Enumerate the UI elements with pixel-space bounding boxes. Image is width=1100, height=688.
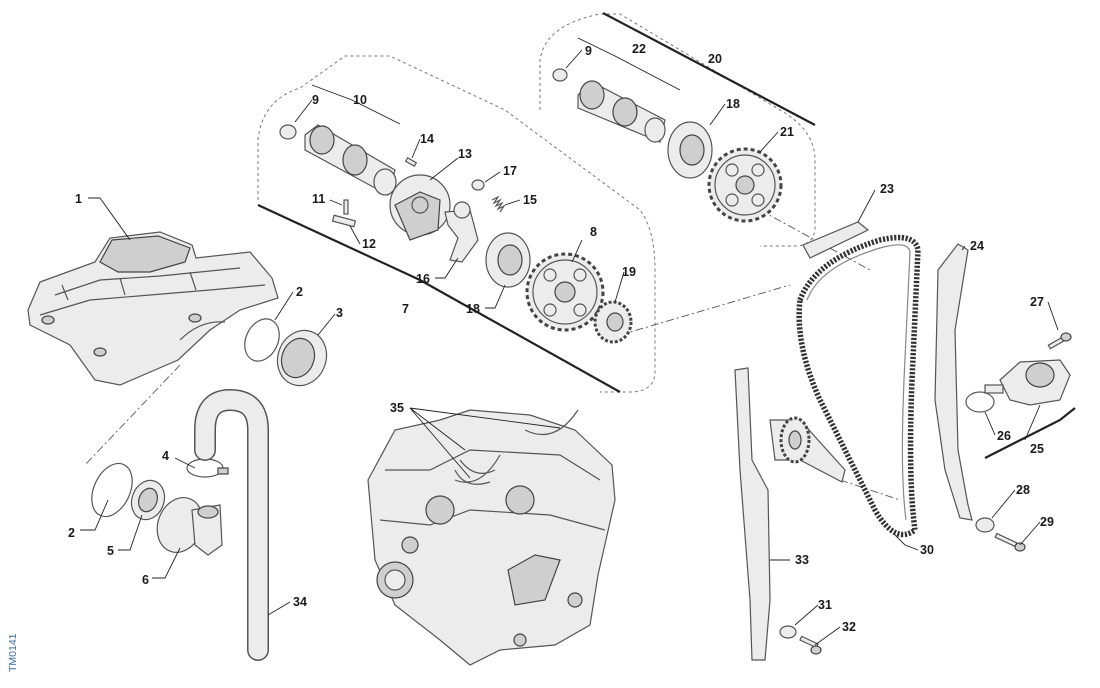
axis-line-sprocket: [759, 209, 871, 271]
callout-22: 22: [632, 42, 646, 56]
callout-1: 1: [75, 192, 82, 206]
bearing-18b-part: [667, 121, 713, 179]
callout-17: 17: [503, 164, 517, 178]
bolt-29-part: [994, 532, 1026, 552]
washer-31-part: [779, 625, 797, 639]
callout-16: 16: [416, 272, 430, 286]
dowel-arc-lower-part: [454, 454, 501, 483]
tensioner-blade-part: [934, 243, 973, 521]
callout-7: 7: [402, 302, 409, 316]
chain-guide-23-part: [802, 221, 870, 259]
weight-part: [453, 201, 471, 219]
dowel-arc-upper-part: [524, 409, 579, 436]
group-20-dashed-outline: [539, 13, 816, 247]
callout-10: 10: [353, 93, 367, 107]
group-25-bracket-line: [984, 407, 1076, 459]
o-ring-lower-part: [91, 462, 133, 518]
dowel-pin-part: [404, 156, 418, 168]
axis-line-crank: [839, 479, 901, 501]
timing-chain-part: [796, 234, 921, 538]
callout-26: 26: [997, 429, 1011, 443]
callout-9-upper: 9: [312, 93, 319, 107]
cylinder-head-part: [367, 409, 616, 666]
o-ring-part: [244, 318, 280, 362]
hose-clamp-part: [186, 458, 229, 478]
callout-11: 11: [312, 192, 325, 206]
callout-21: 21: [780, 125, 794, 139]
tensioner-gasket-part: [965, 391, 995, 413]
callout-4: 4: [162, 449, 169, 463]
callout-18-upper: 18: [726, 97, 740, 111]
callout-30: 30: [920, 543, 934, 557]
callout-29: 29: [1040, 515, 1054, 529]
callout-2-upper: 2: [296, 285, 303, 299]
pin-12-part: [331, 214, 357, 228]
callout-28: 28: [1016, 483, 1030, 497]
callout-33: 33: [795, 553, 809, 567]
callout-3: 3: [336, 306, 343, 320]
spring-15-part: [491, 195, 506, 213]
bolt-27-part: [1047, 332, 1072, 350]
callout-35: 35: [390, 401, 404, 415]
camshaft-exhaust-part: [552, 68, 666, 143]
valve-cover-part: [27, 231, 279, 386]
callout-19: 19: [622, 265, 636, 279]
chain-tensioner-part: [984, 359, 1071, 406]
group-7-dashed-outline: [257, 55, 656, 393]
callout-labels: 1 2 2 3 4 5 6 7 8 9 9 10 11 12 13 14 15 …: [68, 42, 1054, 634]
callout-6: 6: [142, 573, 149, 587]
bolt-32-part: [799, 635, 822, 655]
callout-23: 23: [880, 182, 894, 196]
breather-fitting-part: [156, 497, 223, 556]
screw-17-part: [471, 179, 485, 191]
axis-line-camshaft: [619, 284, 791, 336]
document-id: TM0141: [7, 633, 19, 672]
group-22-bracket-line: [577, 37, 681, 91]
callout-34: 34: [293, 595, 307, 609]
sprocket-8-part: [525, 252, 605, 332]
plug-cap-part: [276, 329, 328, 387]
group-10-bracket-line: [311, 84, 401, 125]
callout-27: 27: [1030, 295, 1044, 309]
camshaft-intake-part: [279, 124, 397, 196]
leader-lines: [80, 49, 1059, 646]
decompressor-plate-part: [389, 174, 451, 241]
callout-5: 5: [107, 544, 114, 558]
crank-sprocket-part: [769, 416, 846, 483]
callout-14: 14: [420, 132, 434, 146]
spacer-28-part: [975, 517, 995, 533]
pin-11-part: [343, 199, 349, 215]
callout-25: 25: [1030, 442, 1044, 456]
bearing-18-part: [485, 232, 531, 288]
callout-15: 15: [523, 193, 537, 207]
callout-18-lower: 18: [466, 302, 480, 316]
group-7-bracket-line: [257, 204, 621, 393]
group-20-bracket-line: [602, 12, 816, 126]
callout-31: 31: [818, 598, 832, 612]
callout-2-lower: 2: [68, 526, 75, 540]
callout-32: 32: [842, 620, 856, 634]
sprocket-21-part: [707, 147, 783, 223]
callout-13: 13: [458, 147, 472, 161]
axis-line-cover: [84, 364, 181, 466]
chain-guide-33-part: [734, 367, 771, 661]
callout-9-right: 9: [585, 44, 592, 58]
callout-24: 24: [970, 239, 984, 253]
callout-12: 12: [362, 237, 376, 251]
callout-20: 20: [708, 52, 722, 66]
gear-19-part: [593, 300, 633, 344]
callout-8: 8: [590, 225, 597, 239]
